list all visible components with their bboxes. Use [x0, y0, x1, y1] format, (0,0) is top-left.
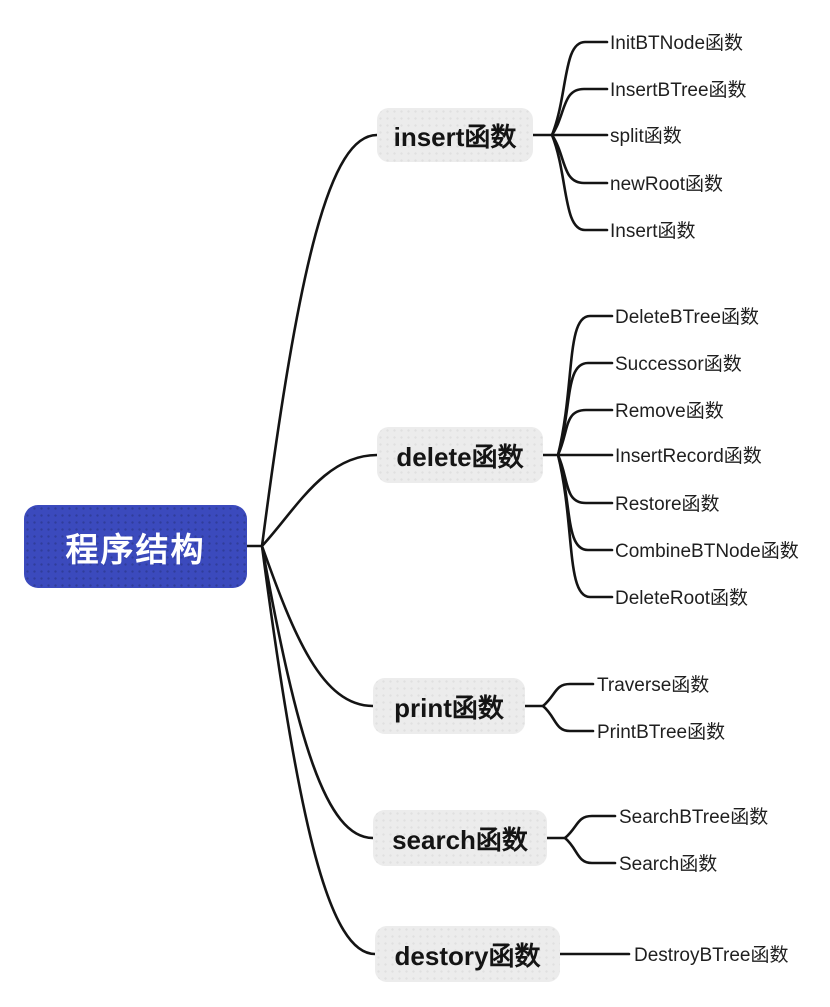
leaf-label[interactable]: InsertBTree函数	[610, 79, 747, 101]
connector-search-leaf-2	[563, 836, 617, 865]
leaf-label[interactable]: DestroyBTree函数	[634, 944, 789, 966]
connector-print-leaf-1	[541, 682, 595, 708]
connector-search-leaf-1	[563, 814, 617, 840]
connector-root-to-insert	[260, 133, 379, 548]
connector-print-leaf-2	[541, 704, 595, 733]
branch-node-destory[interactable]: destory函数	[375, 926, 560, 982]
leaf-label[interactable]: Search函数	[619, 853, 718, 875]
connector-insert-leaf-1	[550, 40, 609, 137]
leaf-label[interactable]: Successor函数	[615, 353, 742, 375]
leaf-label[interactable]: DeleteRoot函数	[615, 587, 749, 609]
branch-node-search[interactable]: search函数	[373, 810, 547, 866]
connector-delete-leaf-7	[556, 453, 614, 599]
connector-root-to-delete	[260, 453, 379, 548]
leaf-label[interactable]: newRoot函数	[610, 173, 723, 195]
connector-delete-leaf-2	[556, 361, 614, 457]
branch-node-insert[interactable]: insert函数	[377, 108, 533, 162]
connector-root-to-destory	[260, 544, 377, 956]
leaf-label[interactable]: DeleteBTree函数	[615, 306, 759, 328]
branch-node-delete[interactable]: delete函数	[377, 427, 543, 483]
connector-insert-leaf-5	[550, 133, 609, 232]
leaf-label[interactable]: Insert函数	[610, 220, 696, 242]
leaf-label[interactable]: SearchBTree函数	[619, 806, 769, 828]
connector-root-to-search	[260, 544, 375, 840]
leaf-label[interactable]: Traverse函数	[597, 674, 710, 696]
leaf-label[interactable]: split函数	[610, 125, 682, 147]
branch-node-print[interactable]: print函数	[373, 678, 525, 734]
root-node[interactable]: 程序结构	[24, 505, 247, 588]
leaf-label[interactable]: InitBTNode函数	[610, 32, 744, 54]
leaf-label[interactable]: CombineBTNode函数	[615, 540, 799, 562]
leaf-label[interactable]: Remove函数	[615, 400, 724, 422]
connector-insert-leaf-2	[550, 87, 609, 137]
connector-root-to-print	[260, 544, 375, 708]
leaf-label[interactable]: InsertRecord函数	[615, 445, 762, 467]
connector-group	[245, 40, 631, 956]
leaf-label[interactable]: PrintBTree函数	[597, 721, 726, 743]
connector-delete-leaf-3	[556, 408, 614, 457]
leaf-label[interactable]: Restore函数	[615, 493, 720, 515]
connector-insert-leaf-4	[550, 133, 609, 185]
